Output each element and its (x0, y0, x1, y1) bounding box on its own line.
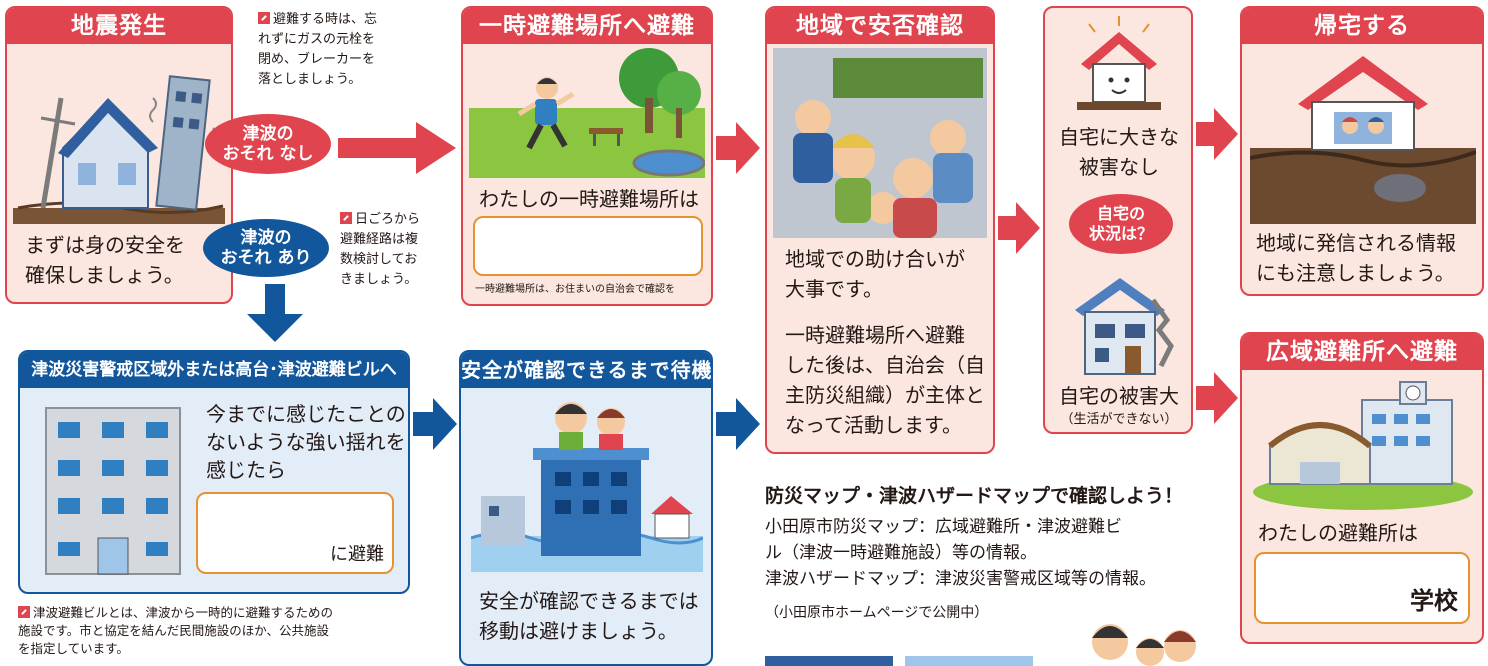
wait-1: 安全が確認できるまでは (479, 589, 699, 613)
safety-p2-3: 主防災組織）が主体と (785, 383, 985, 407)
safety-p1-2: 大事です。 (785, 277, 883, 301)
maps-line-1: 小田原市防災マップ：広域避難所・津波避難ビ (765, 517, 1122, 537)
home-question-2: 状況は？ (1088, 224, 1153, 243)
gas-note: 避難する時は、忘 れずにガスの元栓を 閉め、ブレーカーを 落としましょう。 (258, 10, 418, 90)
evac-building-illustration (45, 407, 181, 575)
arrow-right-icon (1196, 108, 1238, 160)
arrow-right-icon (1196, 372, 1238, 424)
temp-evac-card: 一時避難場所へ避難 わたしの一時避難場所は 一時避難場所は、お住まいの自治会で確… (461, 6, 713, 306)
park-illustration (469, 48, 705, 178)
note-mark-icon (18, 606, 30, 618)
gas-note-4: 落としましょう。 (258, 72, 362, 87)
home-status-oval: 自宅の 状況は？ (1069, 194, 1173, 254)
neighbors-illustration (773, 48, 987, 238)
tsunami-building-note: 津波避難ビルとは、津波から一時的に避難するための 施設です。市と協定を結んだ民間… (18, 604, 418, 658)
tb-note-2: 施設です。市と協定を結んだ民間施設のほか、公共施設 (18, 623, 330, 638)
family-illustration (1092, 624, 1196, 666)
home-bad-1: 自宅の被害大 (1059, 384, 1179, 408)
route-note-2: 避難経路は複 (340, 232, 419, 247)
route-note-4: きましょう。 (340, 272, 418, 287)
safety-p2-2: した後は、自治会（自 (785, 353, 985, 377)
safety-check-card: 地域で安否確認 地域での助け合いが 大事です。 一時避難場所へ避難 した後は、自… (765, 6, 995, 454)
tsunami-zone-input[interactable]: に避難 (196, 492, 394, 574)
safety-p2-4: なって活動します。 (785, 413, 962, 437)
home-bad-2: （生活ができない） (1060, 412, 1178, 427)
maps-title: 防災マップ・津波ハザードマップで確認しよう！ (765, 485, 1184, 507)
arrow-right-icon (413, 398, 457, 450)
tb-note-1: 津波避難ビルとは、津波から一時的に避難するための (33, 605, 334, 620)
arrow-right-icon (338, 122, 456, 174)
home-question-1: 自宅の (1096, 204, 1145, 223)
wide-evac-input[interactable]: 学校 (1254, 552, 1470, 624)
safety-check-title: 地域で安否確認 (767, 8, 993, 44)
wide-evac-suffix: 学校 (1410, 587, 1458, 615)
maps-info: 防災マップ・津波ハザードマップで確認しよう！ 小田原市防災マップ：広域避難所・津… (765, 482, 1235, 624)
tb-note-3: を指定しています。 (18, 641, 129, 656)
house-ok-illustration (1077, 16, 1161, 110)
wide-evac-label: わたしの避難所は (1258, 521, 1418, 545)
school-illustration (1253, 381, 1473, 510)
gas-note-1: 避難する時は、忘 (273, 12, 378, 27)
go-home-1: 地域に発信される情報 (1256, 231, 1456, 255)
arrow-right-icon (716, 398, 760, 450)
earthquake-illustration (13, 75, 225, 224)
home-status-card: 自宅に大きな 被害なし 自宅の 状況は？ 自宅の被害大 （生活ができない） (1043, 6, 1193, 434)
maps-line-3: 津波ハザードマップ：津波災害警戒区域等の情報。 (765, 569, 1156, 589)
tsunami-zone-title: 津波災害警戒区域外または高台･津波避難ビルへ (20, 352, 408, 388)
temp-evac-label: わたしの一時避難場所は (479, 187, 699, 211)
safety-p2-1: 一時避難場所へ避難 (785, 323, 965, 347)
route-note-1: 日ごろから (355, 212, 421, 227)
tsunami-zone-suffix: に避難 (330, 544, 384, 565)
wait-title: 安全が確認できるまで待機 (461, 352, 711, 388)
temp-evac-note: 一時避難場所は、お住まいの自治会で確認を (475, 284, 675, 295)
tsunami-yes-line2: おそれ あり (220, 248, 312, 268)
home-ok-1: 自宅に大きな (1059, 125, 1179, 149)
earthquake-card: 地震発生 まずは身の安全を 確保しましょう。 (5, 6, 233, 304)
earthquake-title: 地震発生 (7, 8, 231, 44)
tsunami-no-line1: 津波の (242, 124, 294, 144)
tsunami-zone-1: 今までに感じたことの (206, 402, 406, 426)
tsunami-no-oval: 津波の おそれ なし (205, 114, 331, 174)
arrow-right-icon (716, 122, 760, 174)
temp-evac-input[interactable] (473, 216, 703, 276)
maps-line-2: ル（津波一時避難施設）等の情報。 (765, 543, 1037, 563)
tsunami-zone-2: ないような強い揺れを (206, 430, 406, 454)
home-family-illustration (1250, 56, 1476, 224)
arrow-right-icon (998, 202, 1040, 254)
wide-evac-title: 広域避難所へ避難 (1242, 334, 1482, 370)
house-damaged-illustration (1075, 278, 1174, 375)
tsunami-yes-line1: 津波の (240, 228, 292, 248)
maps-line-4: （小田原市ホームページで公開中） (765, 605, 989, 621)
tsunami-yes-oval: 津波の おそれ あり (203, 219, 329, 277)
earthquake-text-2: 確保しましょう。 (25, 263, 184, 287)
earthquake-text-1: まずは身の安全を (25, 233, 185, 257)
tsunami-no-line2: おそれ なし (222, 144, 314, 164)
map-booklets-illustration (765, 656, 1033, 666)
tsunami-zone-3: 感じたら (206, 458, 286, 482)
gas-note-2: れずにガスの元栓を (258, 32, 376, 47)
tsunami-zone-card: 津波災害警戒区域外または高台･津波避難ビルへ 今までに感じたことの ないような強… (18, 350, 410, 594)
go-home-title: 帰宅する (1242, 8, 1482, 44)
go-home-card: 帰宅する 地域に発信される情報 にも注意しましょう。 (1240, 6, 1484, 296)
route-note: 日ごろから 避難経路は複 数検討してお きましょう。 (340, 210, 450, 290)
home-ok-2: 被害なし (1079, 155, 1159, 179)
wait-2: 移動は避けましょう。 (479, 619, 678, 643)
note-mark-icon (340, 212, 352, 224)
safety-p1-1: 地域での助け合いが (785, 247, 965, 271)
note-mark-icon (258, 12, 270, 24)
wide-evac-card: 広域避難所へ避難 わたしの避難所は 学校 (1240, 332, 1484, 644)
temp-evac-title: 一時避難場所へ避難 (463, 8, 711, 44)
wait-card: 安全が確認できるまで待機 安全が確認できるまでは 移動は避けましょう。 (459, 350, 713, 666)
route-note-3: 数検討してお (340, 252, 418, 267)
flood-rooftop-illustration (471, 402, 703, 572)
gas-note-3: 閉め、ブレーカーを (258, 52, 376, 67)
arrow-down-icon (247, 284, 303, 342)
go-home-2: にも注意しましょう。 (1256, 261, 1455, 285)
